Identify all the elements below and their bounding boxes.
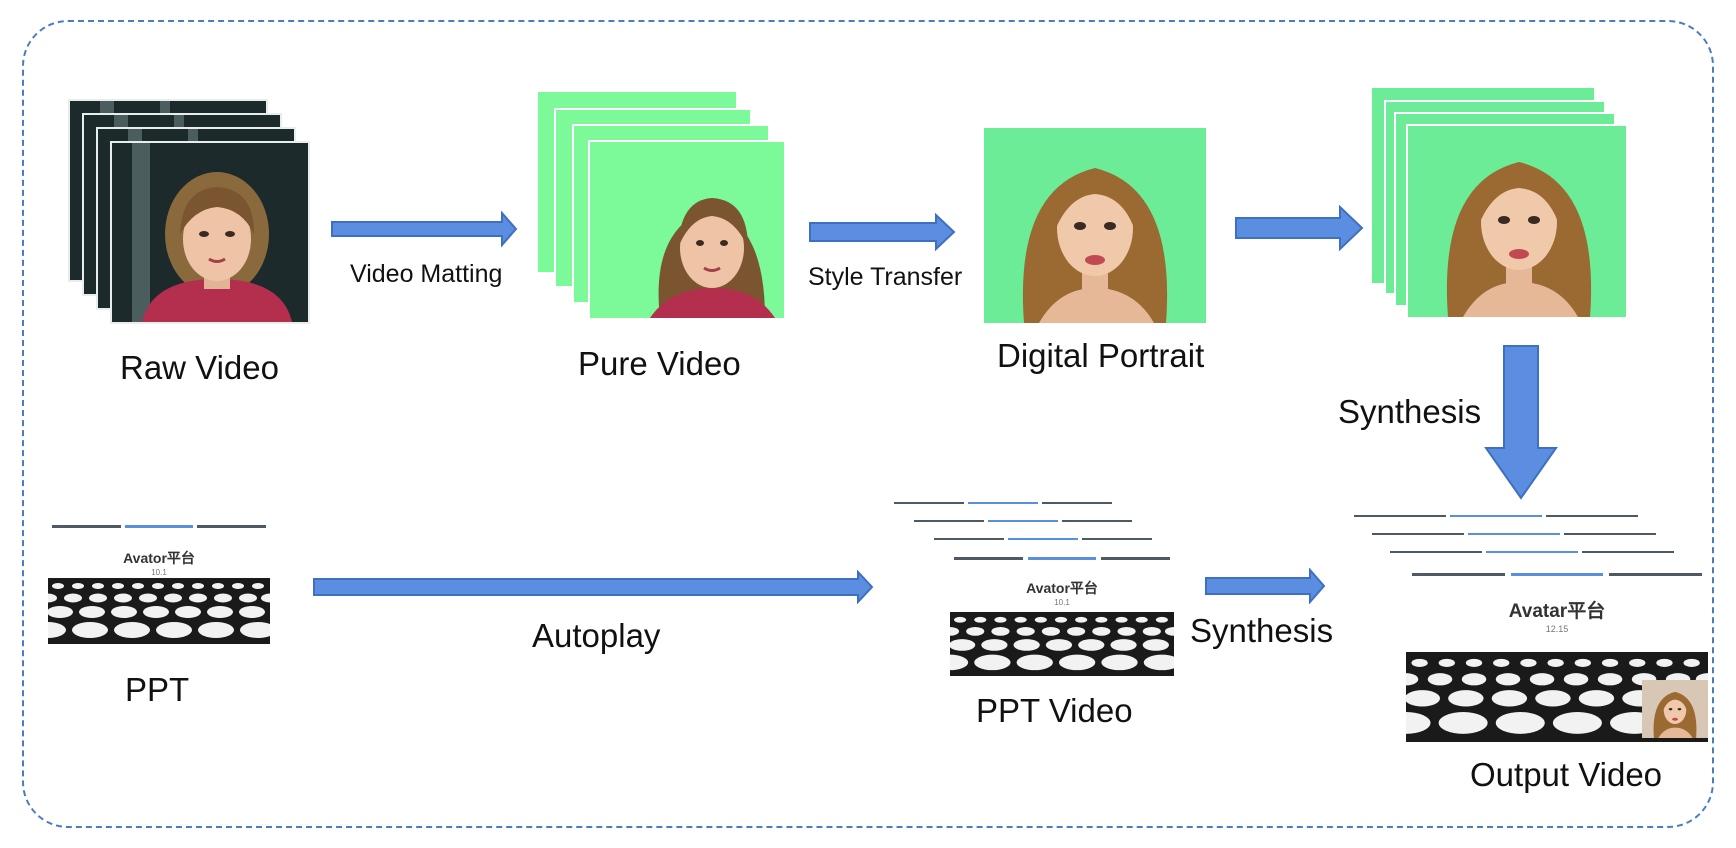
output-video-stack: Avatar平台 12.15 <box>1352 510 1710 744</box>
digital-portrait-image <box>984 128 1206 323</box>
ppt-video-slide: Avator平台 10.1 <box>950 552 1174 676</box>
ppt-label: PPT <box>125 671 190 708</box>
style-transfer-arrow <box>809 213 956 251</box>
autoplay-arrow <box>313 570 874 604</box>
synthesis-right-arrow <box>1205 568 1326 604</box>
raw-video-stack <box>68 99 310 324</box>
pure-video-label: Pure Video <box>578 345 741 382</box>
raw-video-label: Raw Video <box>120 349 279 386</box>
avatar-video-stack <box>1372 88 1632 324</box>
stylized-avatar <box>1446 162 1592 317</box>
slide-subtitle: 10.1 <box>151 568 167 577</box>
pure-video-stack <box>538 92 788 322</box>
ppt-video-stack: Avator平台 10.1 <box>892 498 1176 678</box>
diagram-frame <box>22 20 1714 828</box>
circle-floor-graphic <box>48 578 270 644</box>
avatar-overlay <box>1642 680 1708 738</box>
slide-subtitle: 10.1 <box>1054 598 1070 607</box>
slide-title: Avator平台 <box>123 550 195 566</box>
presenter-portrait <box>142 172 292 322</box>
synthesis-down-arrow <box>1484 345 1558 500</box>
style-transfer-label: Style Transfer <box>808 263 963 291</box>
slide-nav-bars <box>954 556 1170 560</box>
slide-title: Avator平台 <box>1026 580 1098 596</box>
video-matting-arrow <box>331 211 518 247</box>
slide-nav-bars <box>52 524 266 528</box>
output-video-label: Output Video <box>1470 756 1663 793</box>
circle-floor-graphic <box>950 612 1174 676</box>
slide-nav-bars <box>1412 573 1702 577</box>
output-video-slide: Avatar平台 12.15 <box>1406 566 1708 742</box>
synthesis-horizontal-label: Synthesis <box>1190 612 1334 649</box>
slide-subtitle: 12.15 <box>1545 624 1569 634</box>
ppt-video-label: PPT Video <box>976 692 1133 729</box>
stylized-avatar <box>1022 168 1168 323</box>
digital-portrait-label: Digital Portrait <box>997 337 1205 374</box>
avatar-frame <box>1406 124 1628 319</box>
raw-video-frame <box>110 141 310 324</box>
video-matting-label: Video Matting <box>350 260 503 288</box>
matted-presenter <box>650 198 775 318</box>
autoplay-label: Autoplay <box>532 617 661 654</box>
green-screen-frame <box>588 140 786 320</box>
slide-title: Avatar平台 <box>1508 601 1606 622</box>
portrait-to-stack-arrow <box>1235 205 1364 251</box>
synthesis-vertical-label: Synthesis <box>1338 393 1482 430</box>
ppt-slide: Avator平台 10.1 <box>48 520 270 644</box>
